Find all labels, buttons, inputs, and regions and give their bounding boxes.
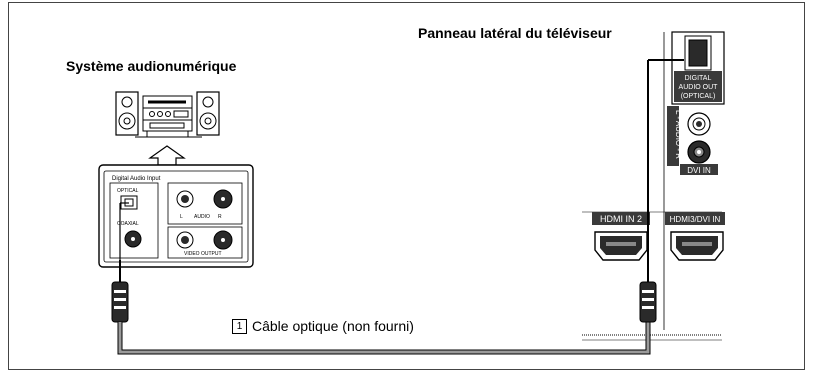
coaxial-port-label: COAXIAL bbox=[117, 221, 139, 227]
audio-system-back-panel: Digital Audio Input OPTICAL COAXIAL L AU… bbox=[98, 164, 254, 268]
stereo-system-icon bbox=[115, 91, 220, 138]
arrow-up-icon bbox=[148, 145, 186, 166]
audio-port-label: AUDIO bbox=[194, 214, 210, 220]
left-cable-plug bbox=[111, 281, 129, 323]
tv-audio-lr-label: L - AUDIO - R bbox=[674, 110, 683, 159]
cable-caption: 1 Câble optique (non fourni) bbox=[232, 318, 414, 334]
audio-system-title: Système audionumérique bbox=[66, 58, 237, 74]
audio-port-l-label: L bbox=[180, 214, 183, 220]
right-cable-plug bbox=[639, 281, 657, 323]
optical-cable bbox=[111, 59, 684, 355]
tv-side-panel: DIGITAL AUDIO OUT (OPTICAL) L - AUDIO - … bbox=[582, 31, 725, 341]
digital-audio-input-caption: Digital Audio Input bbox=[112, 176, 161, 182]
digital-audio-out-line-3: (OPTICAL) bbox=[681, 93, 716, 100]
cable-label-text: Câble optique (non fourni) bbox=[252, 318, 414, 334]
hdmi3-dvi-in-port bbox=[670, 231, 724, 261]
optical-port-label: OPTICAL bbox=[117, 188, 139, 194]
digital-audio-out-line-1: DIGITAL bbox=[685, 75, 712, 82]
hdmi3-dvi-in-label: HDMI3/DVI IN bbox=[670, 215, 721, 224]
audio-port-r-label: R bbox=[218, 214, 222, 220]
hdmi-in-2-label: HDMI IN 2 bbox=[600, 214, 642, 224]
video-output-label: VIDEO OUTPUT bbox=[184, 251, 222, 257]
tv-side-panel-title: Panneau latéral du téléviseur bbox=[418, 25, 612, 41]
digital-audio-out-line-2: AUDIO OUT bbox=[679, 84, 719, 91]
step-number-badge: 1 bbox=[232, 318, 247, 334]
hdmi-in-2-port bbox=[594, 231, 648, 261]
diagram-frame bbox=[8, 2, 805, 370]
dvi-in-label: DVI IN bbox=[687, 166, 711, 175]
